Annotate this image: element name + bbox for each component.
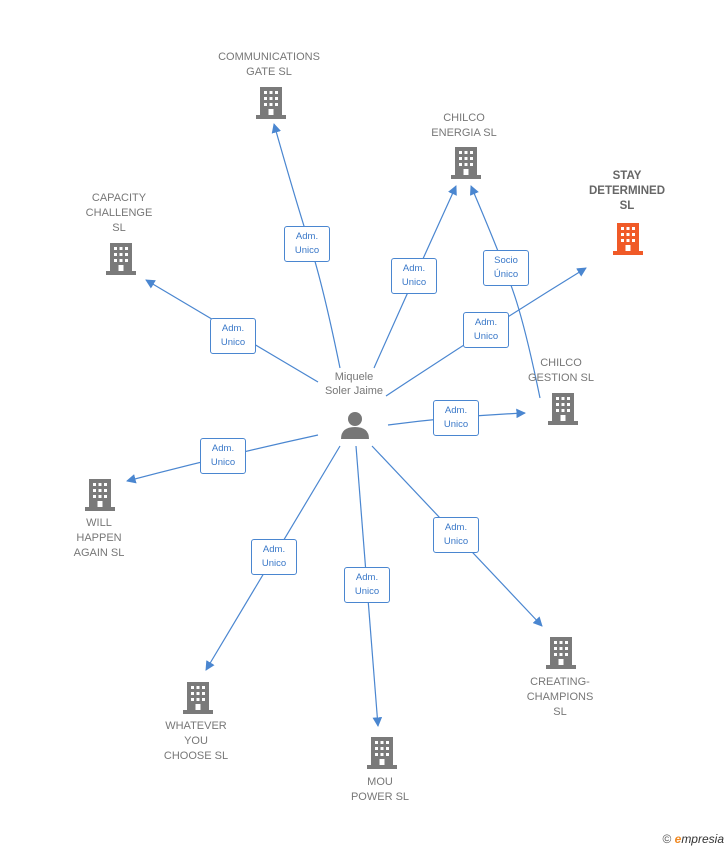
company-label-stay-determined[interactable]: STAY DETERMINED SL <box>588 170 666 212</box>
edge-label-person-to-whatever-you-choose[interactable]: Adm. Unico <box>251 539 297 575</box>
company-label-whatever-you-choose[interactable]: WHATEVER YOU CHOOSE SL <box>163 720 229 762</box>
brand-logo-e: e <box>674 832 682 846</box>
building-icon-capacity-challenge[interactable] <box>106 243 136 275</box>
edge-label-person-to-creating-champions[interactable]: Adm. Unico <box>433 517 479 553</box>
edge-label-person-to-communications-gate[interactable]: Adm. Unico <box>284 226 330 262</box>
company-label-creating-champions[interactable]: CREATING- CHAMPIONS SL <box>526 676 594 718</box>
building-icon-mou-power[interactable] <box>367 737 397 769</box>
edge-label-person-to-chilco-gestion[interactable]: Adm. Unico <box>433 400 479 436</box>
footer-brand: © empresia <box>662 832 724 846</box>
person-name: Miquele Soler Jaime <box>324 371 384 397</box>
edge-label-person-to-mou-power[interactable]: Adm. Unico <box>344 567 390 603</box>
edge-label-person-to-stay-determined[interactable]: Adm. Unico <box>463 312 509 348</box>
edge-label-person-to-will-happen-again[interactable]: Adm. Unico <box>200 438 246 474</box>
company-label-chilco-energia[interactable]: CHILCO ENERGIA SL <box>431 112 497 139</box>
company-label-mou-power[interactable]: MOU POWER SL <box>350 776 410 803</box>
building-icon-chilco-energia[interactable] <box>451 147 481 179</box>
company-label-capacity-challenge[interactable]: CAPACITY CHALLENGE SL <box>85 192 153 234</box>
company-label-communications-gate[interactable]: COMMUNICATIONS GATE SL <box>218 51 320 78</box>
brand-logo-text: mpresia <box>681 832 724 846</box>
company-label-will-happen-again[interactable]: WILL HAPPEN AGAIN SL <box>73 517 125 559</box>
building-icon-will-happen-again[interactable] <box>85 479 115 511</box>
edge-label-chilco-gestion-to-chilco-energia[interactable]: Socio Único <box>483 250 529 286</box>
building-icon-chilco-gestion[interactable] <box>548 393 578 425</box>
edge-label-person-to-chilco-energia[interactable]: Adm. Unico <box>391 258 437 294</box>
building-icon-creating-champions[interactable] <box>546 637 576 669</box>
edge-chilco-gestion-to-chilco-energia <box>469 185 541 399</box>
edge-label-person-to-capacity-challenge[interactable]: Adm. Unico <box>210 318 256 354</box>
copyright-icon: © <box>662 832 672 846</box>
building-icon-whatever-you-choose[interactable] <box>183 682 213 714</box>
building-icon-communications-gate[interactable] <box>256 87 286 119</box>
company-label-chilco-gestion[interactable]: CHILCO GESTION SL <box>527 357 595 384</box>
person-icon[interactable] <box>341 412 369 439</box>
building-icon-stay-determined[interactable] <box>613 223 643 255</box>
